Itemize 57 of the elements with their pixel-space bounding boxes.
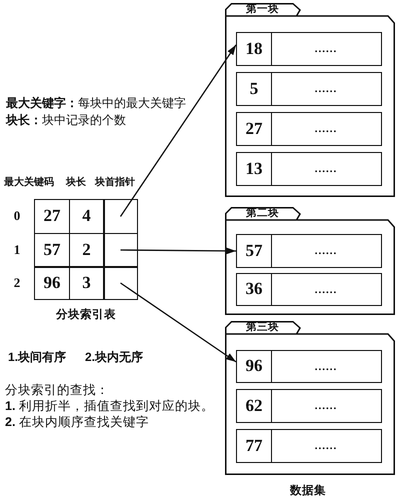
key-cell: 77 — [237, 430, 272, 462]
block-frame — [225, 321, 395, 475]
column-header: 最大关键码 — [4, 177, 54, 189]
definition-text: 最大关键字：每块中的最大关键字 — [6, 96, 186, 110]
row-number: 0 — [14, 208, 20, 224]
ellipsis-text: ...... — [314, 122, 338, 136]
record-box — [236, 350, 382, 383]
caption: 分块索引表 — [56, 309, 116, 323]
record-box — [236, 429, 382, 463]
row-number: 2 — [14, 275, 20, 291]
record-box — [236, 389, 382, 423]
record-box — [236, 72, 382, 106]
record-box — [236, 152, 382, 186]
arrow — [120, 282, 236, 362]
ellipsis-text: ...... — [314, 162, 338, 176]
key-cell: 18 — [237, 33, 272, 65]
key-cell: 57 — [237, 235, 272, 267]
note-text: 分块索引的查找： — [5, 383, 109, 398]
key-cell: 5 — [237, 73, 272, 105]
ellipsis-text: ...... — [314, 244, 338, 258]
key-cell: 96 — [237, 351, 272, 382]
key-cell: 13 — [237, 153, 272, 185]
pointer-cell — [103, 199, 138, 234]
ellipsis-text: ...... — [314, 440, 338, 452]
record-box — [236, 32, 382, 66]
caption: 数据集 — [290, 485, 326, 499]
block-frame — [225, 207, 395, 315]
ellipsis-text: ...... — [314, 283, 338, 296]
note-text: 1. 利用折半，插值查找到对应的块。 — [5, 399, 214, 414]
record-box — [236, 234, 382, 268]
property-text: 2.块内无序 — [85, 350, 144, 364]
property-text: 1.块间有序 — [8, 350, 66, 364]
ellipsis-text: ...... — [314, 42, 338, 56]
table-cell: 96 — [34, 266, 70, 300]
record-box — [236, 273, 382, 306]
column-header: 块首指针 — [95, 177, 135, 189]
note-text: 2. 在块内顺序查找关键字 — [5, 415, 149, 430]
table-cell: 2 — [68, 232, 104, 268]
pointer-cell — [103, 266, 138, 300]
arrow — [120, 247, 236, 254]
key-cell: 27 — [237, 113, 272, 145]
table-cell: 57 — [34, 232, 70, 268]
table-cell: 4 — [68, 199, 104, 234]
column-header: 块长 — [66, 177, 86, 189]
block-frame — [225, 3, 395, 197]
row-number: 1 — [14, 242, 20, 258]
ellipsis-text: ...... — [314, 400, 338, 412]
key-cell: 62 — [237, 390, 272, 422]
key-cell: 36 — [237, 274, 272, 305]
table-cell: 3 — [68, 266, 104, 300]
ellipsis-text: ...... — [314, 82, 338, 96]
ellipsis-text: ...... — [314, 360, 338, 373]
arrow — [120, 44, 237, 217]
table-cell: 27 — [34, 199, 70, 234]
definition-text: 块长：块中记录的个数 — [6, 113, 126, 128]
record-box — [236, 112, 382, 146]
pointer-cell — [103, 232, 138, 268]
